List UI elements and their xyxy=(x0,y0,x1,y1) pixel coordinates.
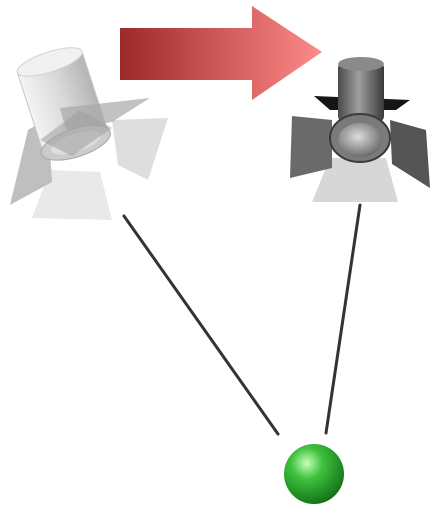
motion-arrow-icon xyxy=(120,6,322,100)
aim-line-before xyxy=(124,216,278,434)
aim-line-after xyxy=(326,205,360,433)
target-sphere xyxy=(284,444,344,504)
solid-spotlight-icon xyxy=(290,57,430,202)
